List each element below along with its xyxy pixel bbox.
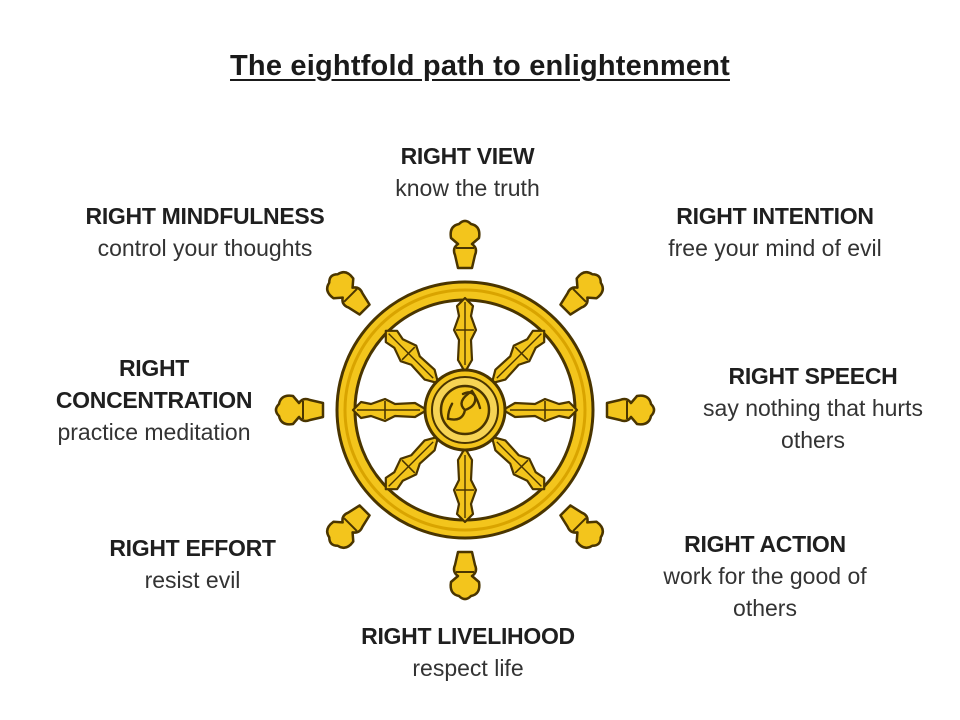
path-heading: RIGHT CONCENTRATION — [55, 355, 253, 413]
dharma-wheel-icon — [274, 219, 656, 601]
path-description: work for the good of others — [663, 563, 867, 621]
path-right-effort: RIGHT EFFORT resist evil — [70, 532, 315, 596]
path-right-mindfulness: RIGHT MINDFULNESS control your thoughts — [45, 200, 365, 264]
path-description: control your thoughts — [97, 235, 313, 261]
path-description: respect life — [412, 655, 524, 681]
path-right-concentration: RIGHT CONCENTRATION practice meditation — [25, 352, 283, 448]
path-heading: RIGHT VIEW — [400, 143, 535, 169]
path-heading: RIGHT ACTION — [684, 531, 846, 557]
path-description: practice meditation — [57, 419, 251, 445]
triskelion-icon — [446, 389, 482, 421]
path-heading: RIGHT LIVELIHOOD — [361, 623, 575, 649]
path-description: know the truth — [395, 175, 540, 201]
path-description: resist evil — [144, 567, 241, 593]
path-heading: RIGHT INTENTION — [676, 203, 874, 229]
path-right-action: RIGHT ACTION work for the good of others — [640, 528, 890, 624]
path-description: free your mind of evil — [668, 235, 882, 261]
path-heading: RIGHT MINDFULNESS — [85, 203, 325, 229]
path-right-livelihood: RIGHT LIVELIHOOD respect life — [318, 620, 618, 684]
page-title: The eightfold path to enlightenment — [230, 50, 730, 82]
path-heading: RIGHT SPEECH — [728, 363, 898, 389]
path-right-view: RIGHT VIEW know the truth — [340, 140, 595, 204]
path-right-speech: RIGHT SPEECH say nothing that hurts othe… — [678, 360, 948, 456]
path-heading: RIGHT EFFORT — [109, 535, 276, 561]
path-right-intention: RIGHT INTENTION free your mind of evil — [620, 200, 930, 264]
path-description: say nothing that hurts others — [703, 395, 923, 453]
